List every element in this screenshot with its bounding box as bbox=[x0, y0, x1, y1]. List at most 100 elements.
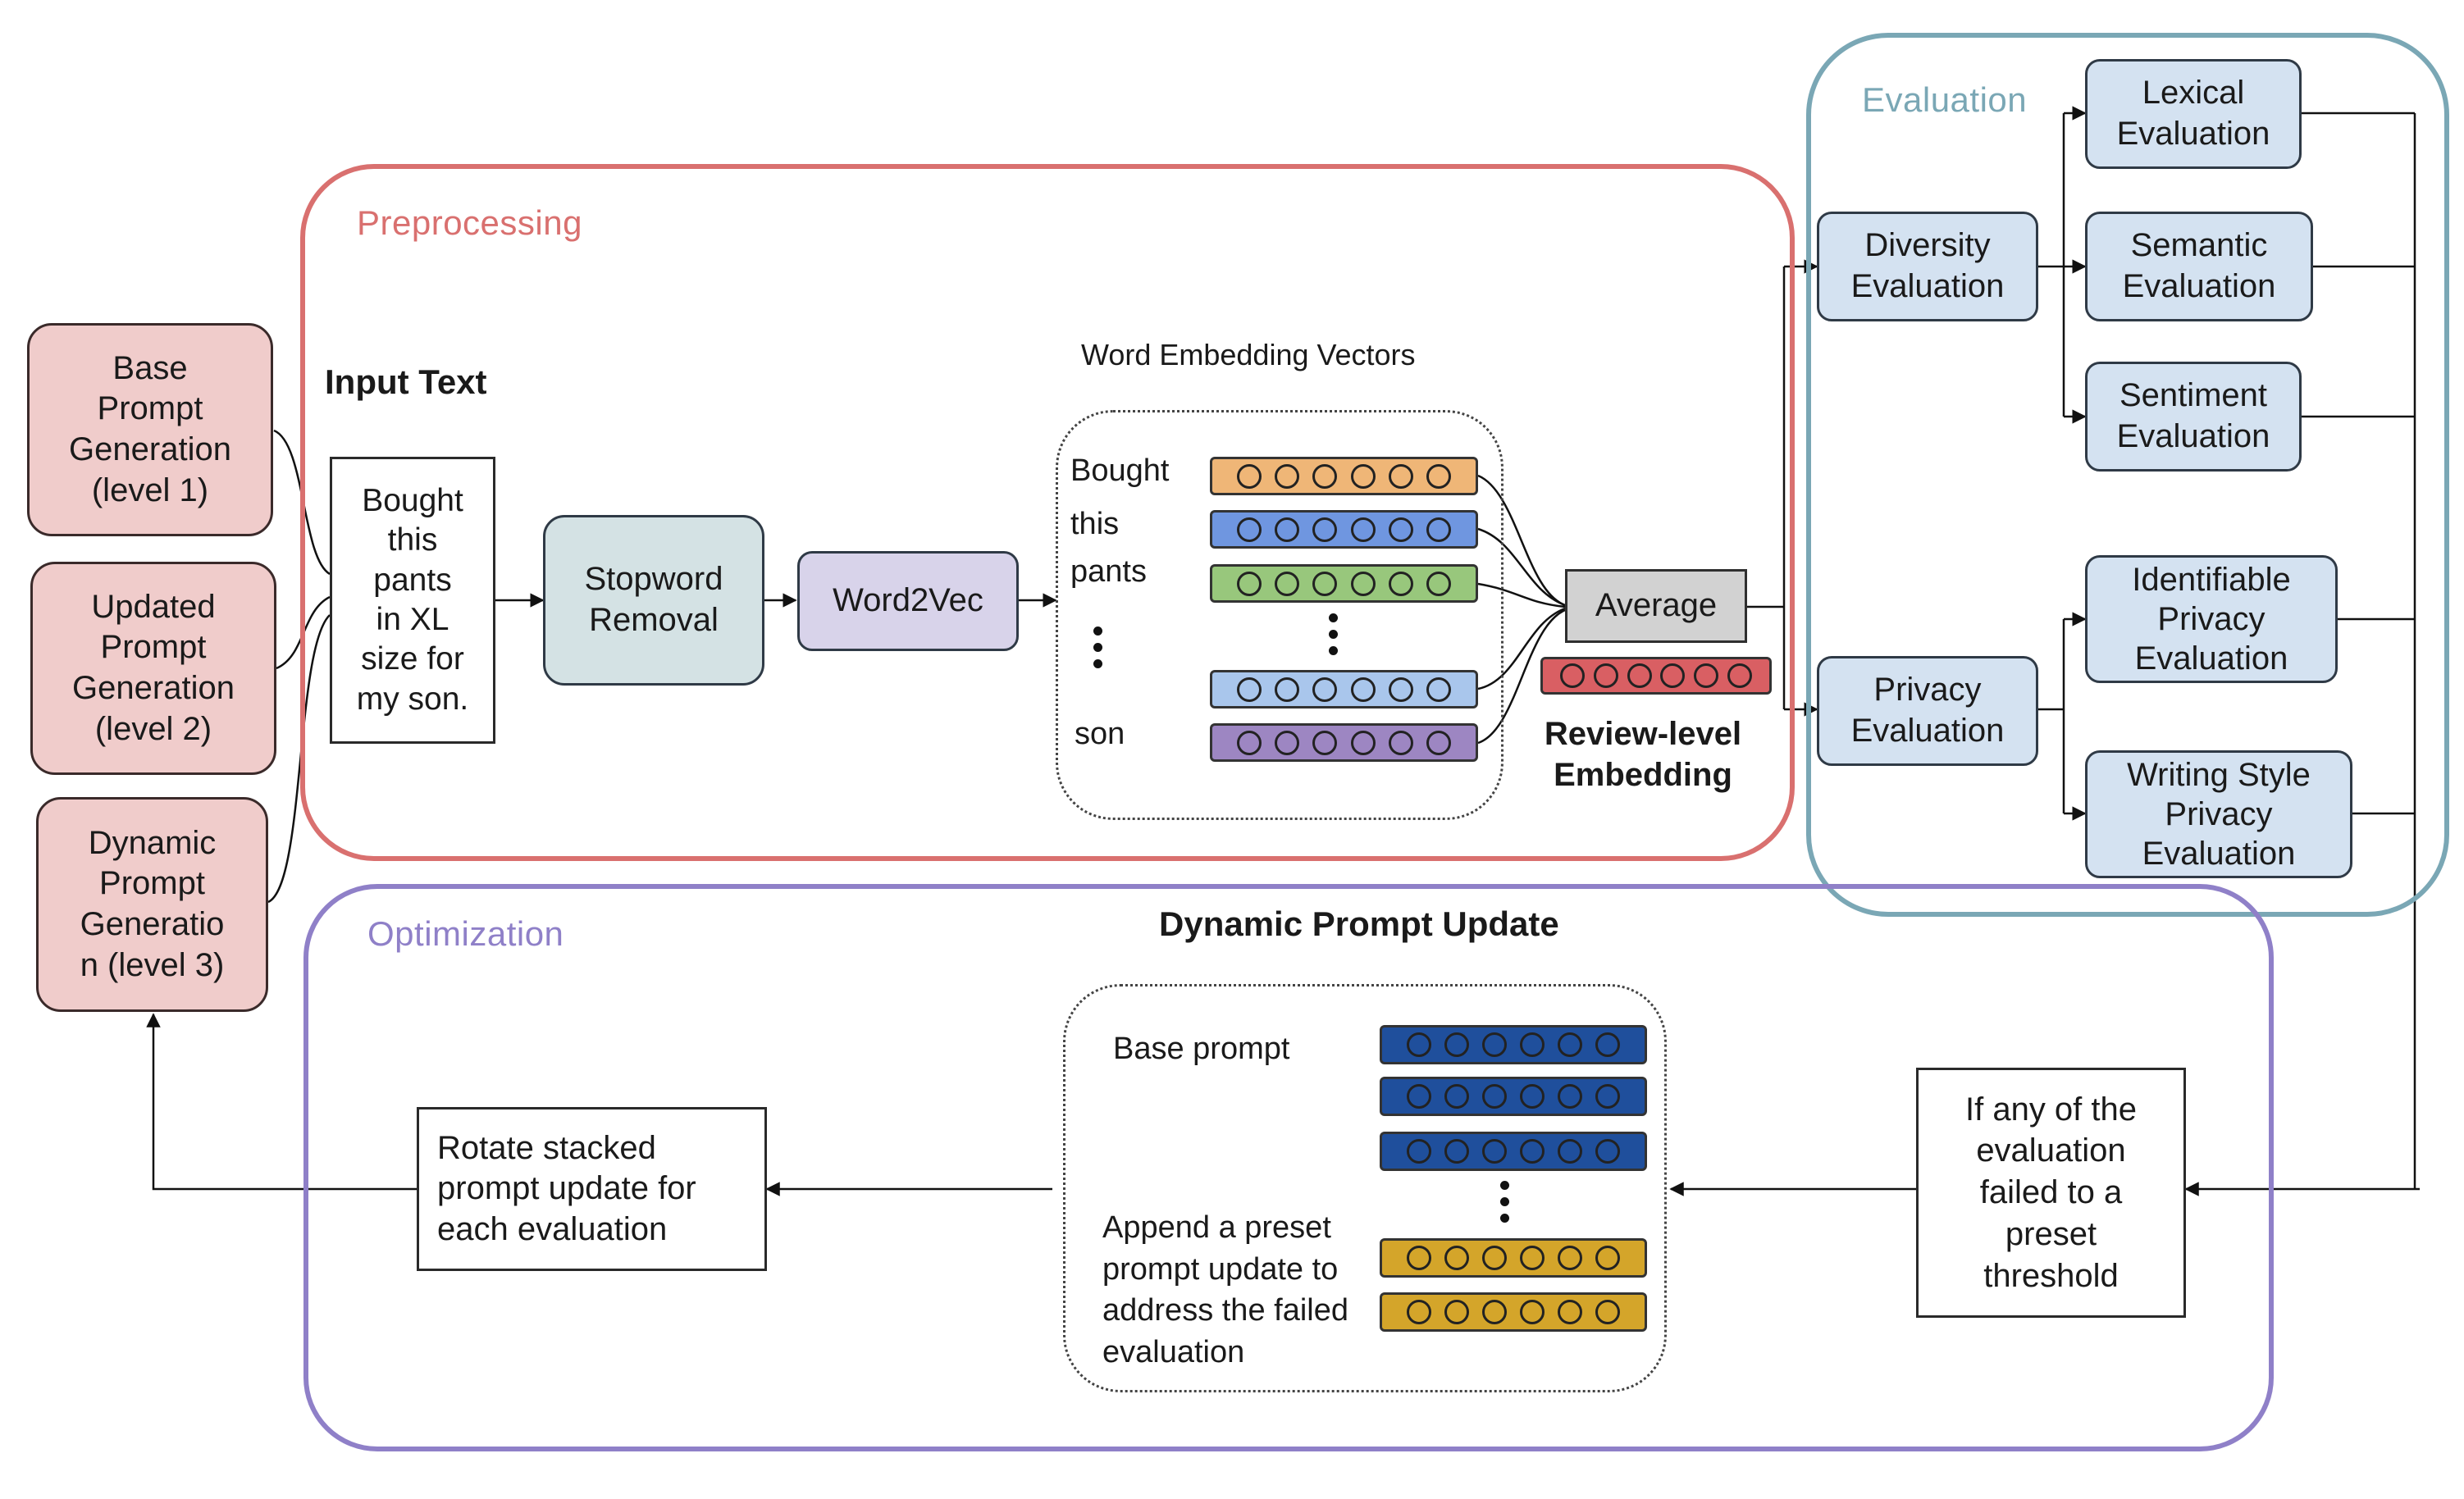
dynamic-prompt-group bbox=[1063, 984, 1667, 1392]
privacy-evaluation-box: Privacy Evaluation bbox=[1817, 656, 2038, 766]
input-text-line: my son. bbox=[356, 681, 469, 717]
semantic-line: Semantic bbox=[2130, 227, 2268, 264]
word-embedding-title: Word Embedding Vectors bbox=[1081, 338, 1416, 371]
prompt-level-3-line: Generatio bbox=[80, 906, 225, 942]
sentiment-evaluation-box: Sentiment Evaluation bbox=[2085, 362, 2302, 472]
preprocessing-title: Preprocessing bbox=[357, 203, 582, 242]
append-line: evaluation bbox=[1102, 1334, 1245, 1369]
prompt-level-2-line: Updated bbox=[91, 588, 216, 625]
append-line: prompt update to bbox=[1102, 1251, 1339, 1287]
embedding-vector-bought bbox=[1210, 457, 1478, 495]
diversity-evaluation-box: Diversity Evaluation bbox=[1817, 212, 2038, 321]
privacy-line: Evaluation bbox=[1850, 713, 2005, 749]
stopword-removal-box: Stopword Removal bbox=[543, 515, 764, 686]
lexical-evaluation-box: Lexical Evaluation bbox=[2085, 59, 2302, 169]
prompt-level-3-line: n (level 3) bbox=[80, 946, 225, 983]
base-prompt-label: Base prompt bbox=[1113, 1032, 1290, 1066]
word-embedding-group bbox=[1056, 410, 1503, 820]
base-prompt-vector bbox=[1380, 1077, 1647, 1116]
input-text-title: Input Text bbox=[325, 362, 487, 401]
connector-vec4 bbox=[1477, 607, 1566, 690]
append-line: address the failed bbox=[1102, 1293, 1348, 1328]
input-text-box: Bought this pants in XL size for my son. bbox=[330, 457, 495, 744]
input-text-line: pants bbox=[373, 562, 452, 598]
identifiable-line: Identifiable bbox=[2132, 562, 2291, 598]
threshold-line: failed to a bbox=[1979, 1174, 2123, 1211]
appended-prompt-vector bbox=[1380, 1292, 1647, 1332]
review-level-label: Review-level Embedding bbox=[1517, 710, 1768, 800]
prompt-level-2-line: Generation bbox=[72, 670, 235, 706]
sentiment-line: Sentiment bbox=[2119, 377, 2268, 414]
evaluation-title: Evaluation bbox=[1862, 80, 2028, 119]
connector-vec5 bbox=[1477, 608, 1566, 745]
writing-style-line: Evaluation bbox=[2142, 836, 2296, 872]
word-label: pants bbox=[1070, 554, 1147, 589]
prompt-vector-ellipsis bbox=[1499, 1181, 1510, 1223]
base-prompt-vector bbox=[1380, 1132, 1647, 1171]
privacy-line: Privacy bbox=[1873, 672, 1982, 708]
word-label: this bbox=[1070, 507, 1120, 541]
identifiable-line: Evaluation bbox=[2134, 640, 2288, 677]
arrow-rotate-to-prompt bbox=[146, 1013, 417, 1191]
threshold-condition-box: If any of the evaluation failed to a pre… bbox=[1916, 1068, 2186, 1318]
optimization-title: Optimization bbox=[367, 914, 564, 953]
prompt-level-3-line: Dynamic bbox=[88, 824, 217, 861]
append-prompt-text: Append a preset prompt update to address… bbox=[1102, 1207, 1348, 1373]
identifiable-line: Privacy bbox=[2157, 601, 2266, 637]
word2vec-box: Word2Vec bbox=[797, 551, 1019, 651]
input-text-line: Bought bbox=[362, 482, 463, 518]
prompt-level-2-line: (level 2) bbox=[94, 710, 212, 747]
embedding-vector-this bbox=[1210, 510, 1478, 549]
average-label: Average bbox=[1595, 587, 1718, 624]
identifiable-privacy-evaluation-box: Identifiable Privacy Evaluation bbox=[2085, 555, 2338, 683]
lexical-line: Evaluation bbox=[2116, 116, 2270, 152]
input-text-line: size for bbox=[361, 641, 464, 677]
word-label: Bought bbox=[1070, 453, 1170, 488]
input-text-line: this bbox=[387, 522, 438, 558]
stopword-line: Removal bbox=[589, 602, 719, 638]
writing-style-line: Writing Style bbox=[2127, 757, 2311, 793]
word2vec-label: Word2Vec bbox=[833, 582, 983, 619]
stopword-line: Stopword bbox=[584, 561, 723, 598]
prompt-level-1-box: Base Prompt Generation (level 1) bbox=[27, 323, 273, 536]
semantic-line: Evaluation bbox=[2122, 268, 2276, 304]
optimization-section bbox=[303, 884, 2274, 1451]
prompt-level-1-line: Generation bbox=[69, 431, 231, 467]
append-line: Append a preset bbox=[1102, 1210, 1331, 1245]
appended-prompt-vector bbox=[1380, 1238, 1647, 1278]
rotate-line: prompt update for bbox=[437, 1170, 696, 1207]
diversity-line: Diversity bbox=[1864, 227, 1991, 264]
review-level-embedding-vector bbox=[1540, 657, 1772, 695]
prompt-level-1-line: Base bbox=[112, 349, 188, 386]
review-level-line: Embedding bbox=[1554, 757, 1732, 793]
vector-ellipsis bbox=[1327, 613, 1339, 655]
connector-vec1 bbox=[1477, 474, 1566, 607]
prompt-level-1-line: Prompt bbox=[97, 390, 203, 427]
embedding-vector-generic bbox=[1210, 670, 1478, 708]
connector-prompt3 bbox=[267, 614, 331, 904]
input-text-line: in XL bbox=[376, 602, 449, 637]
prompt-level-2-box: Updated Prompt Generation (level 2) bbox=[30, 562, 276, 775]
dynamic-prompt-update-title: Dynamic Prompt Update bbox=[1159, 904, 1559, 943]
prompt-level-3-box: Dynamic Prompt Generatio n (level 3) bbox=[36, 797, 268, 1012]
embedding-vector-son bbox=[1210, 723, 1478, 762]
prompt-level-1-line: (level 1) bbox=[91, 472, 209, 508]
connector-vec2 bbox=[1477, 527, 1566, 607]
threshold-line: evaluation bbox=[1976, 1132, 2126, 1169]
lexical-line: Lexical bbox=[2142, 75, 2245, 112]
sentiment-line: Evaluation bbox=[2116, 418, 2270, 454]
prompt-level-3-line: Prompt bbox=[99, 865, 205, 902]
rotate-line: Rotate stacked bbox=[437, 1129, 656, 1166]
base-prompt-vector bbox=[1380, 1025, 1647, 1064]
review-level-line: Review-level bbox=[1544, 716, 1742, 753]
preprocessing-section bbox=[300, 164, 1795, 861]
word-label: son bbox=[1075, 717, 1125, 751]
connector-vec3 bbox=[1477, 582, 1566, 608]
evaluation-section bbox=[1806, 33, 2449, 917]
embedding-vector-pants bbox=[1210, 564, 1478, 603]
diversity-line: Evaluation bbox=[1850, 268, 2005, 304]
rotate-prompt-box: Rotate stacked prompt update for each ev… bbox=[417, 1107, 767, 1271]
threshold-line: If any of the bbox=[1964, 1091, 2138, 1128]
